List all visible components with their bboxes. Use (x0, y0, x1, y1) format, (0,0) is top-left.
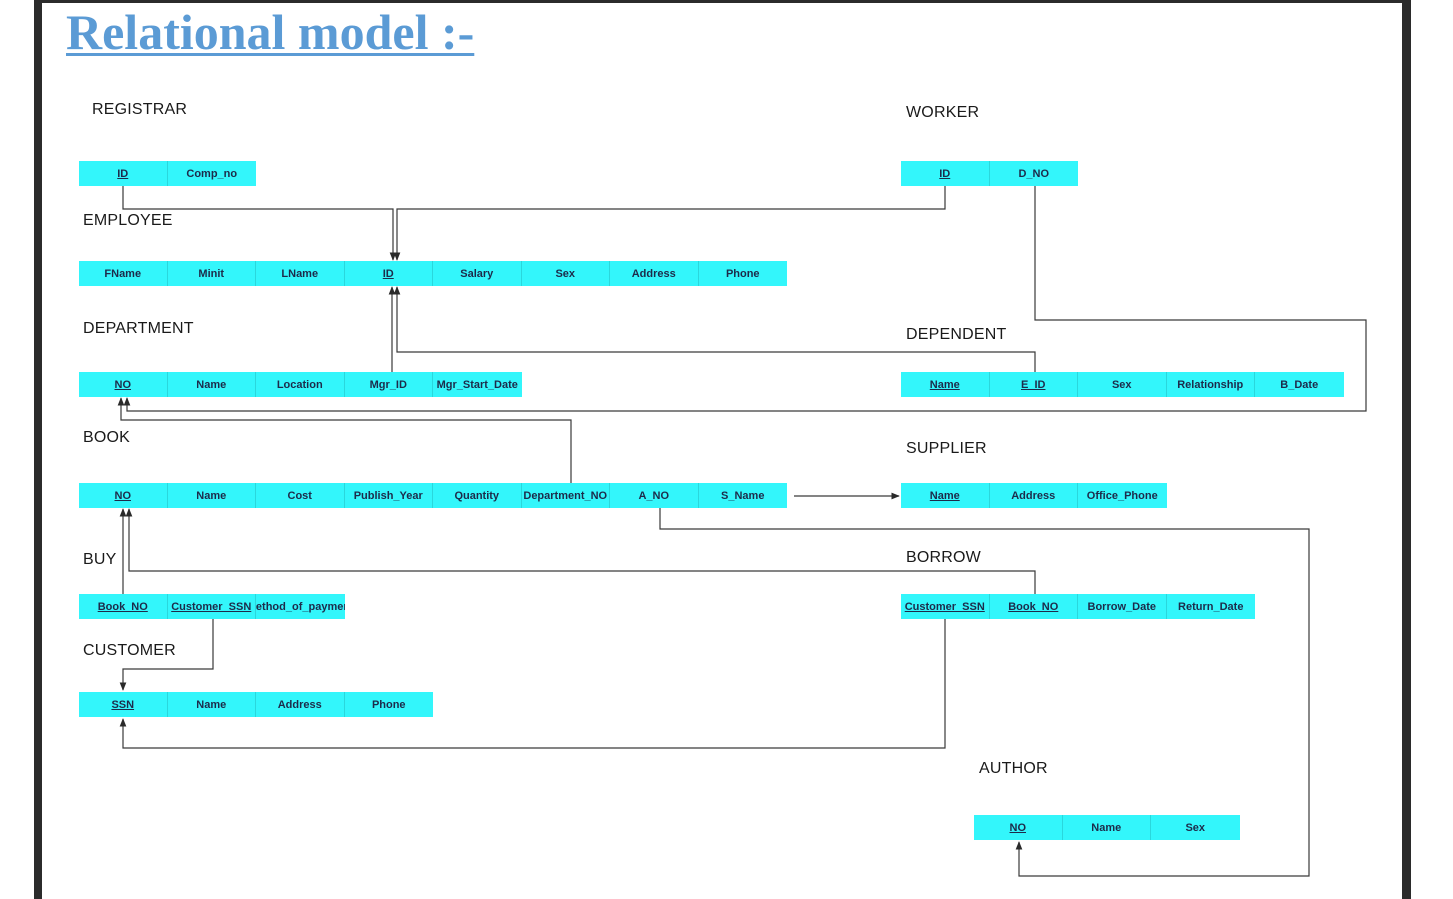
table-name-dependent: DEPENDENT (906, 326, 1007, 343)
buy-attr-method-of-payment: Method_of_payment (256, 594, 345, 619)
borrow-attr-book-no: Book_NO (989, 594, 1078, 619)
worker-attr-id: ID (901, 161, 990, 186)
borrow-attr-customer-ssn: Customer_SSN (901, 594, 990, 619)
table-name-buy: BUY (83, 551, 117, 568)
registrar-attr-comp-no: Comp_no (167, 161, 256, 186)
buy-attr-book-no: Book_NO (79, 594, 168, 619)
author-attr-name: Name (1062, 815, 1151, 840)
department-attr-mgr-id: Mgr_ID (344, 372, 433, 397)
link-registrar-employee (122, 186, 397, 261)
employee-attr-address: Address (610, 261, 699, 286)
dependent-attr-b-date: B_Date (1255, 372, 1344, 397)
book-attr-cost: Cost (256, 483, 345, 508)
borrow-attr-return-date: Return_Date (1166, 594, 1255, 619)
table-name-supplier: SUPPLIER (906, 440, 987, 457)
page-title: Relational model :- (66, 4, 475, 60)
table-name-worker: WORKER (906, 104, 980, 121)
customer-attr-name: Name (167, 692, 256, 717)
department-attr-no: NO (79, 372, 168, 397)
page-margin-right (1411, 0, 1453, 899)
page-border-left (34, 0, 42, 899)
page-border-top (34, 0, 1411, 3)
page-border-right (1402, 0, 1411, 899)
borrow-attr-borrow-date: Borrow_Date (1078, 594, 1167, 619)
link-buy-customer (119, 619, 214, 691)
link-book-department (117, 397, 572, 483)
employee-attr-fname: FName (79, 261, 168, 286)
employee-attr-id: ID (344, 261, 433, 286)
employee-attr-phone: Phone (698, 261, 787, 286)
table-name-customer: CUSTOMER (83, 642, 176, 659)
link-book-author (659, 508, 1310, 877)
customer-attr-ssn: SSN (79, 692, 168, 717)
book-attr-quantity: Quantity (433, 483, 522, 508)
table-name-borrow: BORROW (906, 549, 981, 566)
employee-attr-lname: LName (256, 261, 345, 286)
employee-attr-salary: Salary (433, 261, 522, 286)
employee-attr-minit: Minit (167, 261, 256, 286)
supplier-attr-address: Address (989, 483, 1078, 508)
table-name-author: AUTHOR (979, 760, 1048, 777)
link-worker-department (123, 186, 1367, 412)
supplier-attr-office-phone: Office_Phone (1078, 483, 1167, 508)
author-attr-sex: Sex (1151, 815, 1240, 840)
dependent-attr-e-id: E_ID (989, 372, 1078, 397)
dependent-attr-sex: Sex (1078, 372, 1167, 397)
supplier-attr-name: Name (901, 483, 990, 508)
author-attr-no: NO (974, 815, 1063, 840)
employee-attr-sex: Sex (521, 261, 610, 286)
customer-attr-phone: Phone (344, 692, 433, 717)
registrar-attr-id: ID (79, 161, 168, 186)
book-attr-department-no: Department_NO (521, 483, 610, 508)
page-margin-left (0, 0, 34, 899)
link-borrow-customer (119, 619, 946, 749)
book-attr-a-no: A_NO (610, 483, 699, 508)
customer-attr-address: Address (256, 692, 345, 717)
dependent-attr-name: Name (901, 372, 990, 397)
worker-attr-d-no: D_NO (989, 161, 1078, 186)
book-attr-no: NO (79, 483, 168, 508)
link-worker-employee (393, 186, 946, 261)
table-name-employee: EMPLOYEE (83, 212, 173, 229)
link-dependent-employee (393, 286, 1036, 372)
buy-attr-customer-ssn: Customer_SSN (167, 594, 256, 619)
department-attr-name: Name (167, 372, 256, 397)
department-attr-location: Location (256, 372, 345, 397)
link-borrow-book (125, 508, 1036, 594)
book-attr-name: Name (167, 483, 256, 508)
book-attr-publish-year: Publish_Year (344, 483, 433, 508)
book-attr-s-name: S_Name (698, 483, 787, 508)
table-name-department: DEPARTMENT (83, 320, 194, 337)
table-name-book: BOOK (83, 429, 131, 446)
table-name-registrar: REGISTRAR (92, 101, 188, 118)
dependent-attr-relationship: Relationship (1166, 372, 1255, 397)
department-attr-mgr-start-date: Mgr_Start_Date (433, 372, 522, 397)
